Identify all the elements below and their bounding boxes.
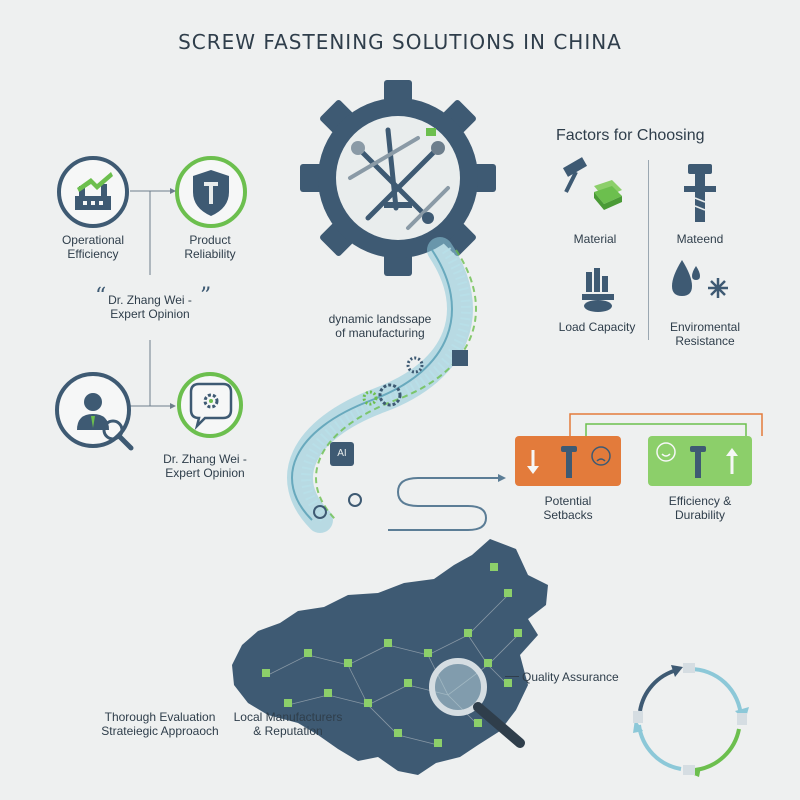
outcome-bracket [569, 413, 763, 436]
bolt-icon [684, 164, 716, 222]
factors-divider [648, 160, 649, 340]
potential-setbacks-label: Potential Setbacks [543, 494, 593, 522]
quality-assurance-label: Quality Assurance [522, 670, 619, 684]
material-label: Material [573, 232, 617, 246]
idea-gear-badge [177, 372, 243, 438]
expert-profile-badge [55, 372, 134, 451]
factory-growth-icon [75, 172, 113, 210]
water-snow-icon [672, 260, 728, 298]
page-title: SCREW FASTENING SOLUTIONS IN CHINA [178, 30, 622, 54]
load-capacity-icon [582, 268, 614, 312]
continuous-cycle-icon [633, 663, 749, 777]
left-connector-top [130, 188, 176, 275]
hammer-material-icon [562, 157, 622, 210]
operational-efficiency-label: Operational Efficiency [61, 233, 125, 261]
load-capacity-label: Load Capacity [558, 320, 636, 334]
efficiency-durability-card [648, 436, 752, 486]
product-reliability-label: Product Reliability [184, 233, 236, 261]
china-map [232, 539, 548, 775]
down-arrow-screw-sad-icon [527, 446, 611, 478]
thorough-evaluation-label: Thorough Evaluation Strateiegic Approaoc… [101, 710, 219, 738]
left-connector-bottom [130, 340, 176, 409]
quality-pointer [505, 676, 519, 677]
speech-gear-icon [189, 382, 233, 431]
efficiency-durability-label: Efficiency & Durability [668, 494, 732, 522]
local-manufacturers-label: Local Manufacturers & Reputation [233, 710, 343, 738]
potential-setbacks-card [515, 436, 621, 486]
expert-magnifier-icon [77, 393, 134, 451]
shield-screw-icon [193, 170, 229, 216]
product-reliability-badge [175, 156, 247, 228]
expert-opinion-top: Dr. Zhang Wei - Expert Opinion [108, 293, 192, 321]
quote-open-icon: “ [95, 284, 107, 309]
expert-opinion-bottom: Dr. Zhang Wei - Expert Opinion [163, 452, 247, 480]
quote-close-icon: ” [200, 284, 212, 309]
ai-chip-icon: AI [330, 442, 354, 466]
screw-gear-icon [300, 80, 496, 276]
operational-efficiency-badge [57, 156, 129, 228]
smile-screw-up-arrow-icon [656, 442, 738, 478]
mateend-label: Mateend [676, 232, 724, 246]
factors-heading: Factors for Choosing [556, 127, 705, 144]
manufacturing-landscape-label: dynamic landssape of manufacturing [328, 312, 432, 340]
spring-connector [388, 474, 506, 531]
tech-stream-ribbon [287, 237, 477, 533]
environmental-resistance-label: Enviromental Resistance [669, 320, 741, 348]
